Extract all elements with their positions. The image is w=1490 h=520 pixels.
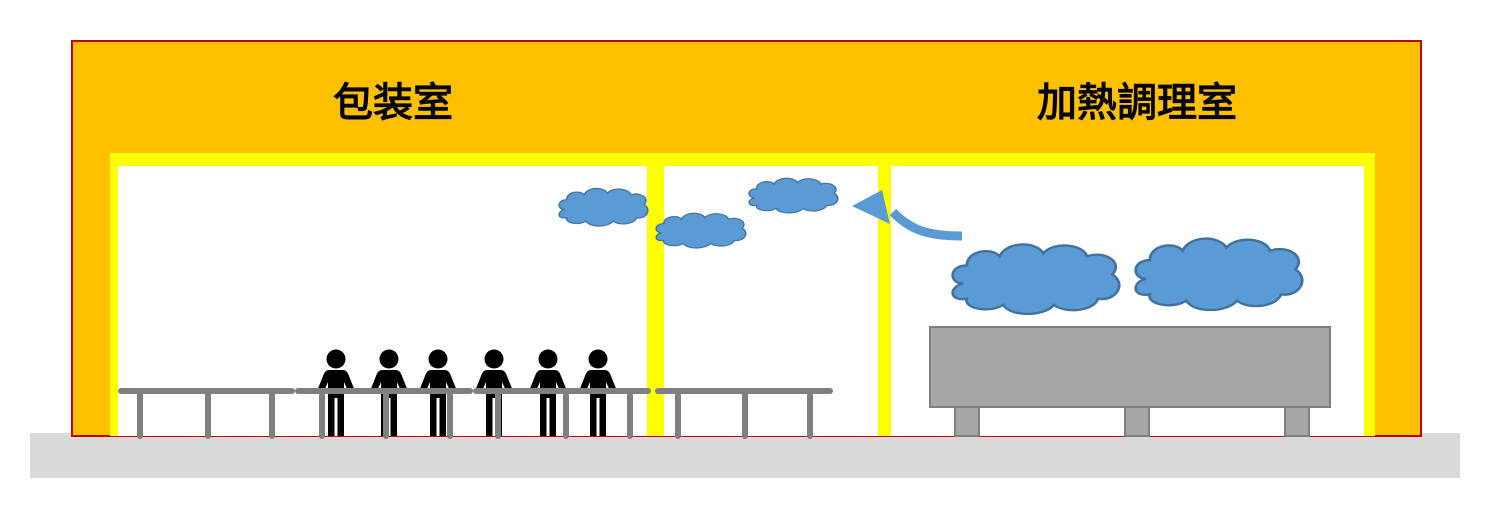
cooker-leg [954, 406, 980, 437]
cooking-room-label: 加熱調理室 [1037, 80, 1237, 126]
steam-flow-curved-arrow-icon [852, 190, 963, 241]
cooker-leg [1124, 406, 1150, 437]
cooker-body [929, 326, 1331, 408]
cooking-equipment-icon [929, 326, 1331, 437]
packaging-work-table-icon [118, 388, 651, 439]
cooker-leg [1284, 406, 1310, 437]
packaging-room-label: 包装室 [333, 80, 453, 126]
steam-cloud-icon [951, 243, 1121, 316]
steam-cloud-icon [1134, 237, 1304, 312]
ground-floor [30, 433, 1460, 478]
steam-cloud-icon [748, 177, 839, 214]
steam-cloud-icon [558, 187, 649, 227]
steam-cloud-icon [655, 212, 747, 249]
corridor-table-icon [655, 388, 833, 439]
